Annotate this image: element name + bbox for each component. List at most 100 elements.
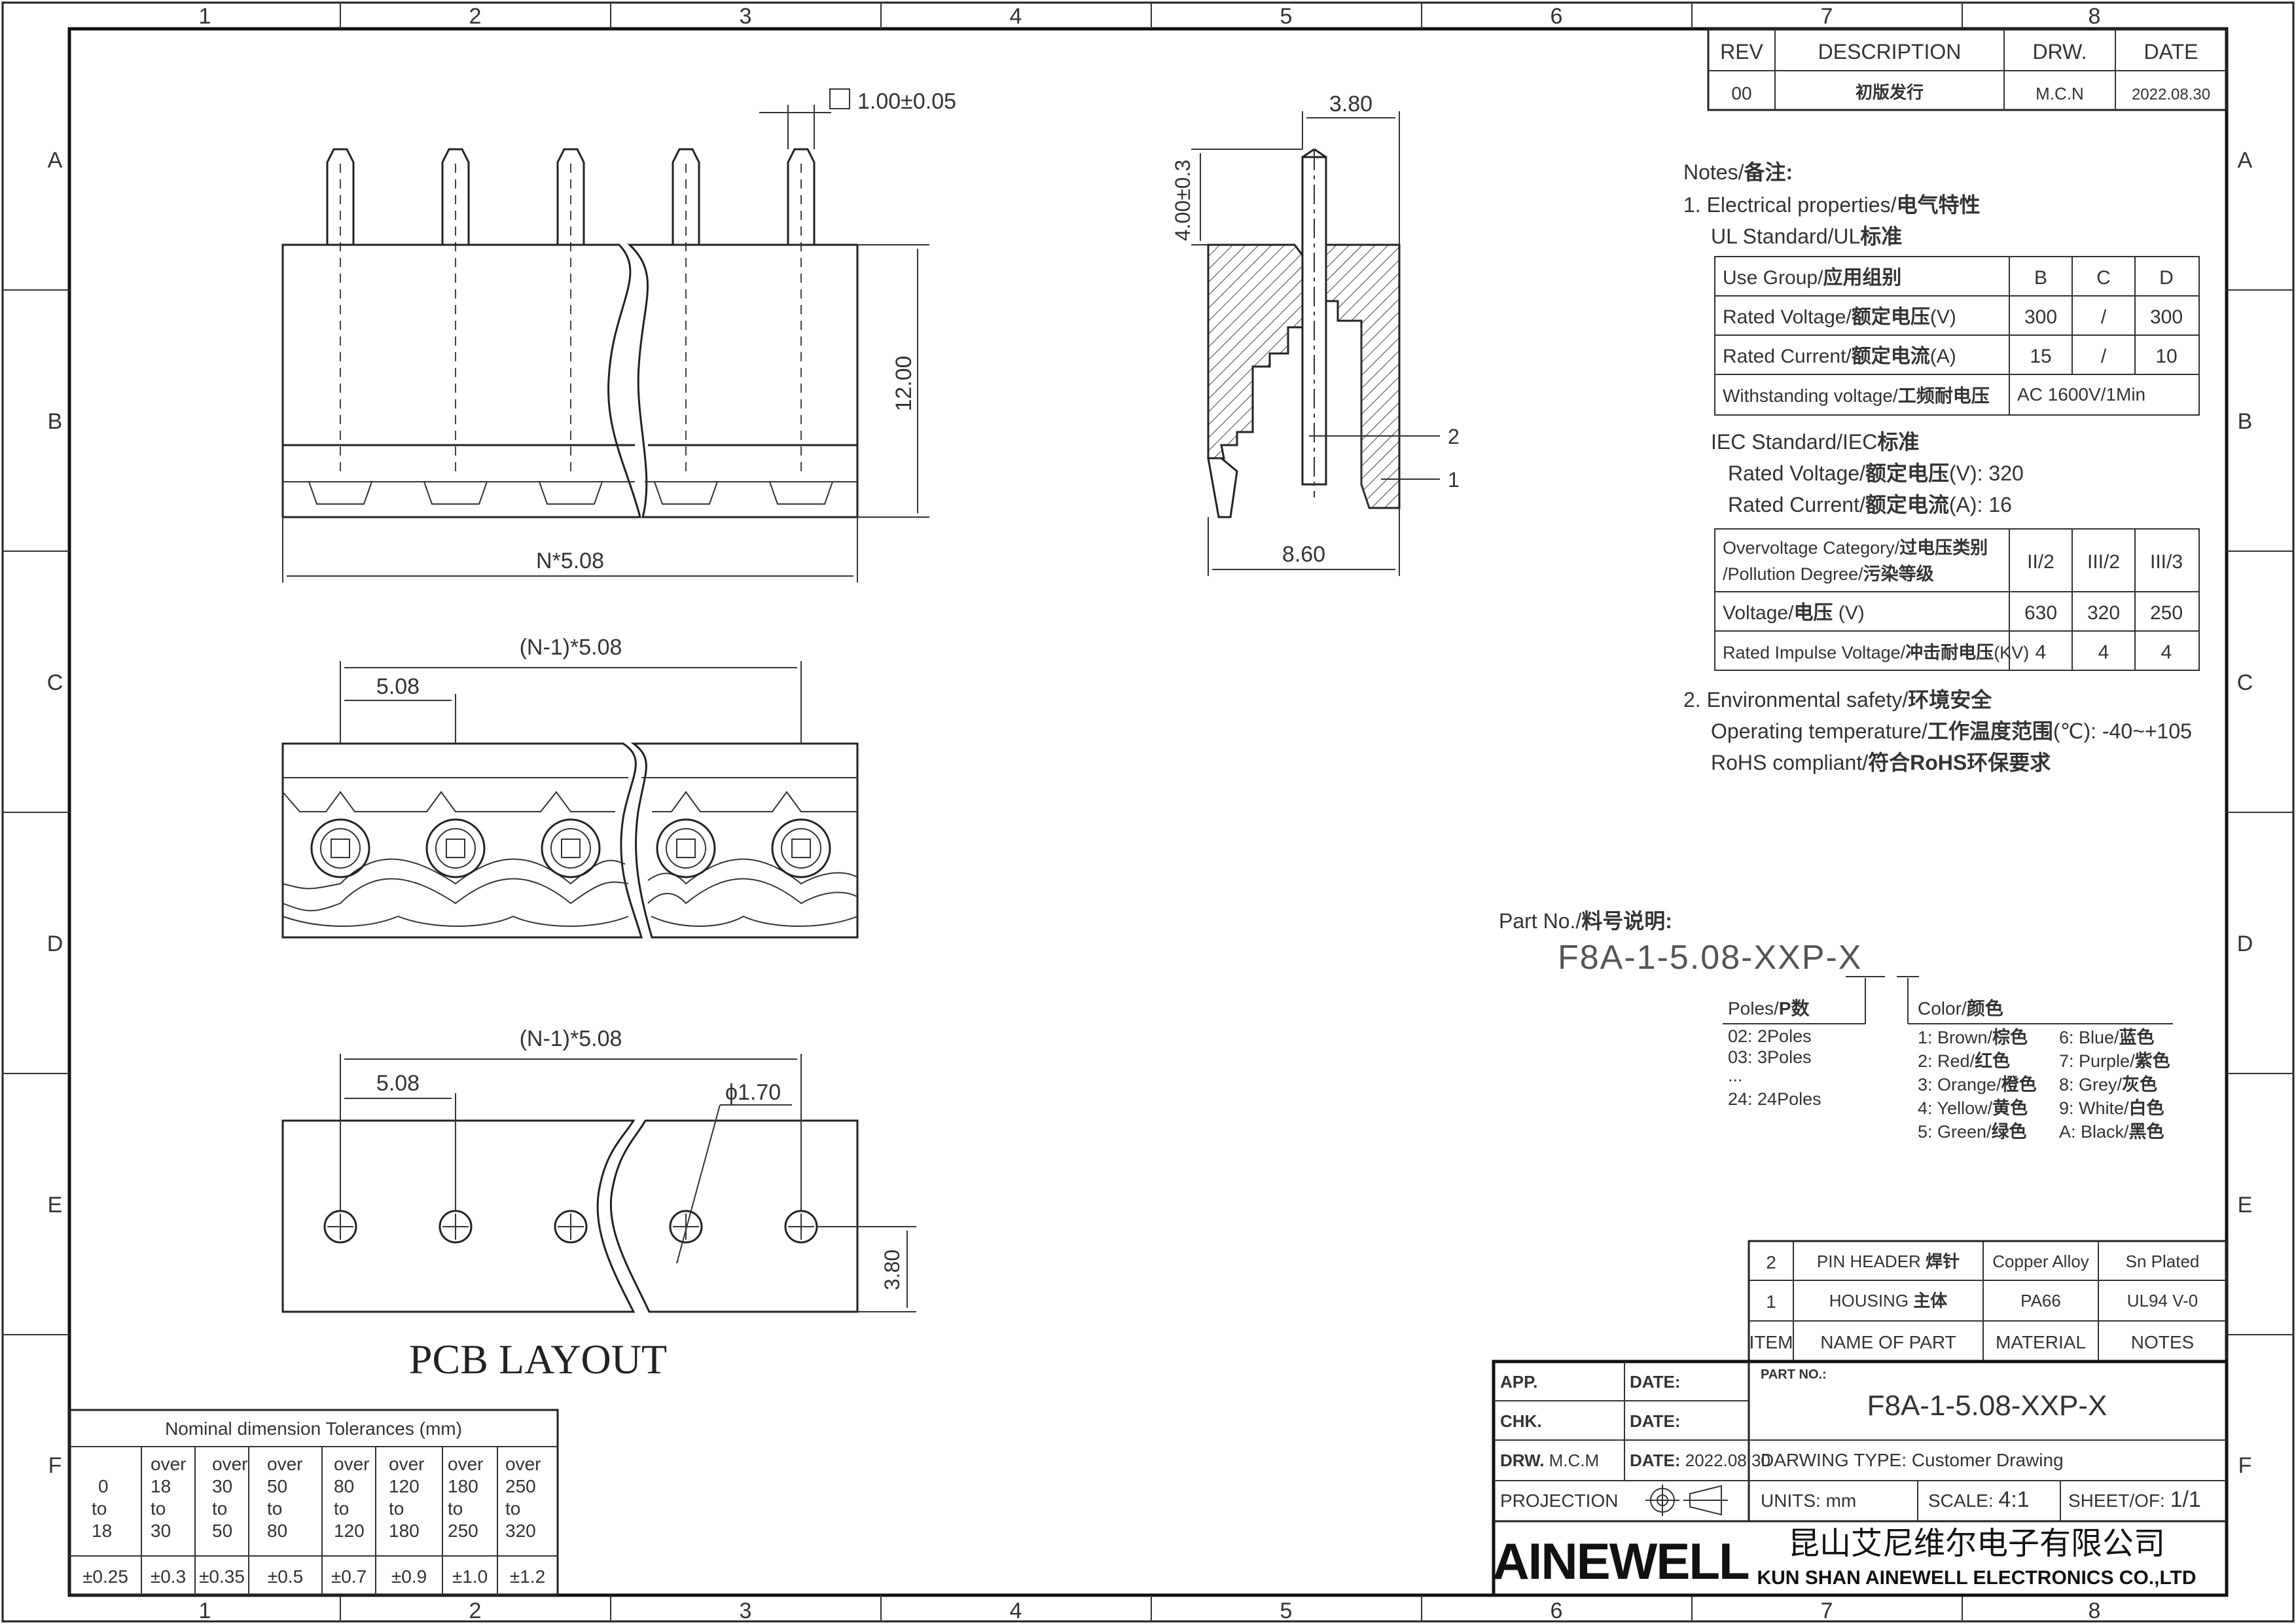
screw-terminals <box>310 818 831 878</box>
scale: SCALE: 4:1 <box>1928 1487 2030 1512</box>
ul-current-b: 15 <box>2030 346 2051 367</box>
sheet: SHEET/OF: 1/1 <box>2068 1487 2201 1512</box>
color-option: 8: Grey/灰色 <box>2059 1074 2157 1094</box>
zone-col-5: 5 <box>1280 4 1293 29</box>
frame-zone-rows: A B C D E F A B C D E F <box>3 148 2293 1478</box>
tolerance-value: ±0.9 <box>391 1566 427 1587</box>
bom-item: 1 <box>1766 1291 1776 1312</box>
range-cell: to <box>448 1498 463 1519</box>
bom-material: PA66 <box>2020 1291 2061 1310</box>
rev-value: 00 <box>1731 83 1751 103</box>
ul-current-d: 10 <box>2155 346 2177 367</box>
iec-row-voltage: Voltage/电压 (V) <box>1723 602 1865 624</box>
poles-option: 03: 3Poles <box>1728 1047 1812 1067</box>
length-dim-text: N*5.08 <box>536 549 604 573</box>
zone-col-1-bottom: 1 <box>199 1598 211 1623</box>
zone-row-b: B <box>48 409 63 434</box>
tolerance-value: ±0.5 <box>268 1566 303 1587</box>
pcb-pitch-dimension: 5.08 <box>344 1071 456 1211</box>
side-top-dimension: 3.80 <box>1302 92 1400 245</box>
pcb-row-dimension: 3.80 <box>817 1226 916 1312</box>
top-span-dim-text: (N-1)*5.08 <box>520 635 622 660</box>
company-name-cn: 昆山艾尼维尔电子有限公司 <box>1788 1525 2165 1562</box>
side-view: 3.80 4.00±0.3 8.60 2 1 <box>1171 92 1460 576</box>
poles-label: Poles/P数 <box>1728 998 1810 1019</box>
range-cell: over <box>334 1454 369 1474</box>
revision-table: REV DESCRIPTION DRW. DATE 00 初版发行 M.C.N … <box>1707 27 2228 111</box>
drawing-type: DARWING TYPE: Customer Drawing <box>1761 1450 2064 1470</box>
operating-temperature: Operating temperature/工作温度范围(℃): -40~+10… <box>1711 719 2192 743</box>
range-cell: to <box>212 1498 227 1519</box>
side-pin-dimension: 4.00±0.3 <box>1171 149 1302 245</box>
bom-notes: UL94 V-0 <box>2127 1291 2198 1310</box>
zone-row-c-right: C <box>2237 670 2253 695</box>
partno-field-label: PART NO.: <box>1761 1367 1827 1382</box>
range-cell: to <box>389 1498 404 1519</box>
notes-section-1: 1. Electrical properties/电气特性 <box>1683 193 1980 217</box>
ul-voltage-d: 300 <box>2150 306 2183 328</box>
range-cell: over <box>389 1454 424 1474</box>
height-dim-text: 12.00 <box>891 355 916 411</box>
range-cell: over <box>212 1454 247 1474</box>
tolerance-value: ±0.7 <box>331 1566 367 1587</box>
iec-impulse-2: 4 <box>2098 641 2109 663</box>
zone-col-1: 1 <box>199 4 211 29</box>
range-cell: 320 <box>505 1521 536 1541</box>
range-cell: 180 <box>389 1521 420 1541</box>
pcb-hole-dim-text: ϕ1.70 <box>725 1080 781 1105</box>
pcb-layout-view: (N-1)*5.08 5.08 ϕ1.70 3.80 PCB LAYOUT <box>281 1026 916 1382</box>
iec-voltage-1: 630 <box>2024 602 2057 624</box>
top-span-dimension: (N-1)*5.08 <box>340 635 802 744</box>
range-cell: 50 <box>212 1521 232 1541</box>
bom-notes: Sn Plated <box>2126 1252 2200 1271</box>
bom-header-notes: NOTES <box>2131 1332 2194 1352</box>
iec-voltage-2: 320 <box>2087 602 2120 624</box>
poles-option: 02: 2Poles <box>1728 1026 1812 1046</box>
company-name-en: KUN SHAN AINEWELL ELECTRONICS CO.,LTD <box>1757 1567 2196 1589</box>
title-block: APP. DATE: CHK. DATE: DRW. M.C.M DATE: 2… <box>1492 1360 2229 1597</box>
range-cell: 250 <box>505 1476 536 1496</box>
side-width-dimension: 8.60 <box>1208 508 1400 576</box>
tolerance-value: ±0.3 <box>151 1566 186 1587</box>
zone-row-a-right: A <box>2238 148 2253 173</box>
top-pitch-dimension: 5.08 <box>344 674 456 744</box>
tolerance-value: ±0.25 <box>82 1566 128 1587</box>
ul-group-d: D <box>2159 267 2174 289</box>
range-cell: over <box>267 1454 302 1474</box>
height-dimension: 12.00 <box>857 244 929 518</box>
ul-voltage-c: / <box>2101 306 2107 328</box>
zone-col-7-bottom: 7 <box>1821 1598 1833 1623</box>
zone-row-b-right: B <box>2238 409 2253 434</box>
ul-group-b: B <box>2034 267 2047 289</box>
zone-row-e-right: E <box>2238 1193 2253 1218</box>
zone-col-3: 3 <box>740 4 752 29</box>
range-cell: 120 <box>334 1521 365 1541</box>
range-cell: 50 <box>267 1476 287 1496</box>
zone-col-5-bottom: 5 <box>1280 1598 1293 1623</box>
iec-voltage-3: 250 <box>2150 602 2183 624</box>
part-number-section: Part No./料号说明: F8A-1-5.08-XXP-X Poles/P数… <box>1499 909 2173 1142</box>
app-date-label: DATE: <box>1630 1372 1681 1392</box>
zone-col-8-bottom: 8 <box>2089 1598 2101 1623</box>
iec-cat-1: II/2 <box>2027 551 2054 573</box>
range-cell: 80 <box>267 1521 287 1541</box>
chk-date-label: DATE: <box>1630 1411 1681 1431</box>
bom-name: PIN HEADER 焊针 <box>1817 1252 1960 1271</box>
pcb-span-dim-text: (N-1)*5.08 <box>520 1026 622 1051</box>
drw-value: M.C.N <box>2036 84 2084 103</box>
range-cell: over <box>151 1454 186 1474</box>
color-label: Color/颜色 <box>1918 998 2003 1019</box>
notes-title: Notes/备注: <box>1683 160 1793 184</box>
iec-cat-2: III/2 <box>2087 551 2120 573</box>
zone-row-e: E <box>48 1193 63 1218</box>
ul-row-withstanding: Withstanding voltage/工频耐电压 <box>1723 386 1990 406</box>
color-option: 4: Yellow/黄色 <box>1918 1098 2028 1118</box>
range-cell: to <box>92 1498 107 1519</box>
ul-group-c: C <box>2096 267 2111 289</box>
pin-square-dimension: 1.00±0.05 <box>759 88 956 149</box>
zone-col-6: 6 <box>1551 4 1563 29</box>
zone-row-a: A <box>48 148 63 173</box>
ul-row-current: Rated Current/额定电流(A) <box>1723 345 1956 367</box>
date-value: 2022.08.30 <box>2132 86 2210 103</box>
